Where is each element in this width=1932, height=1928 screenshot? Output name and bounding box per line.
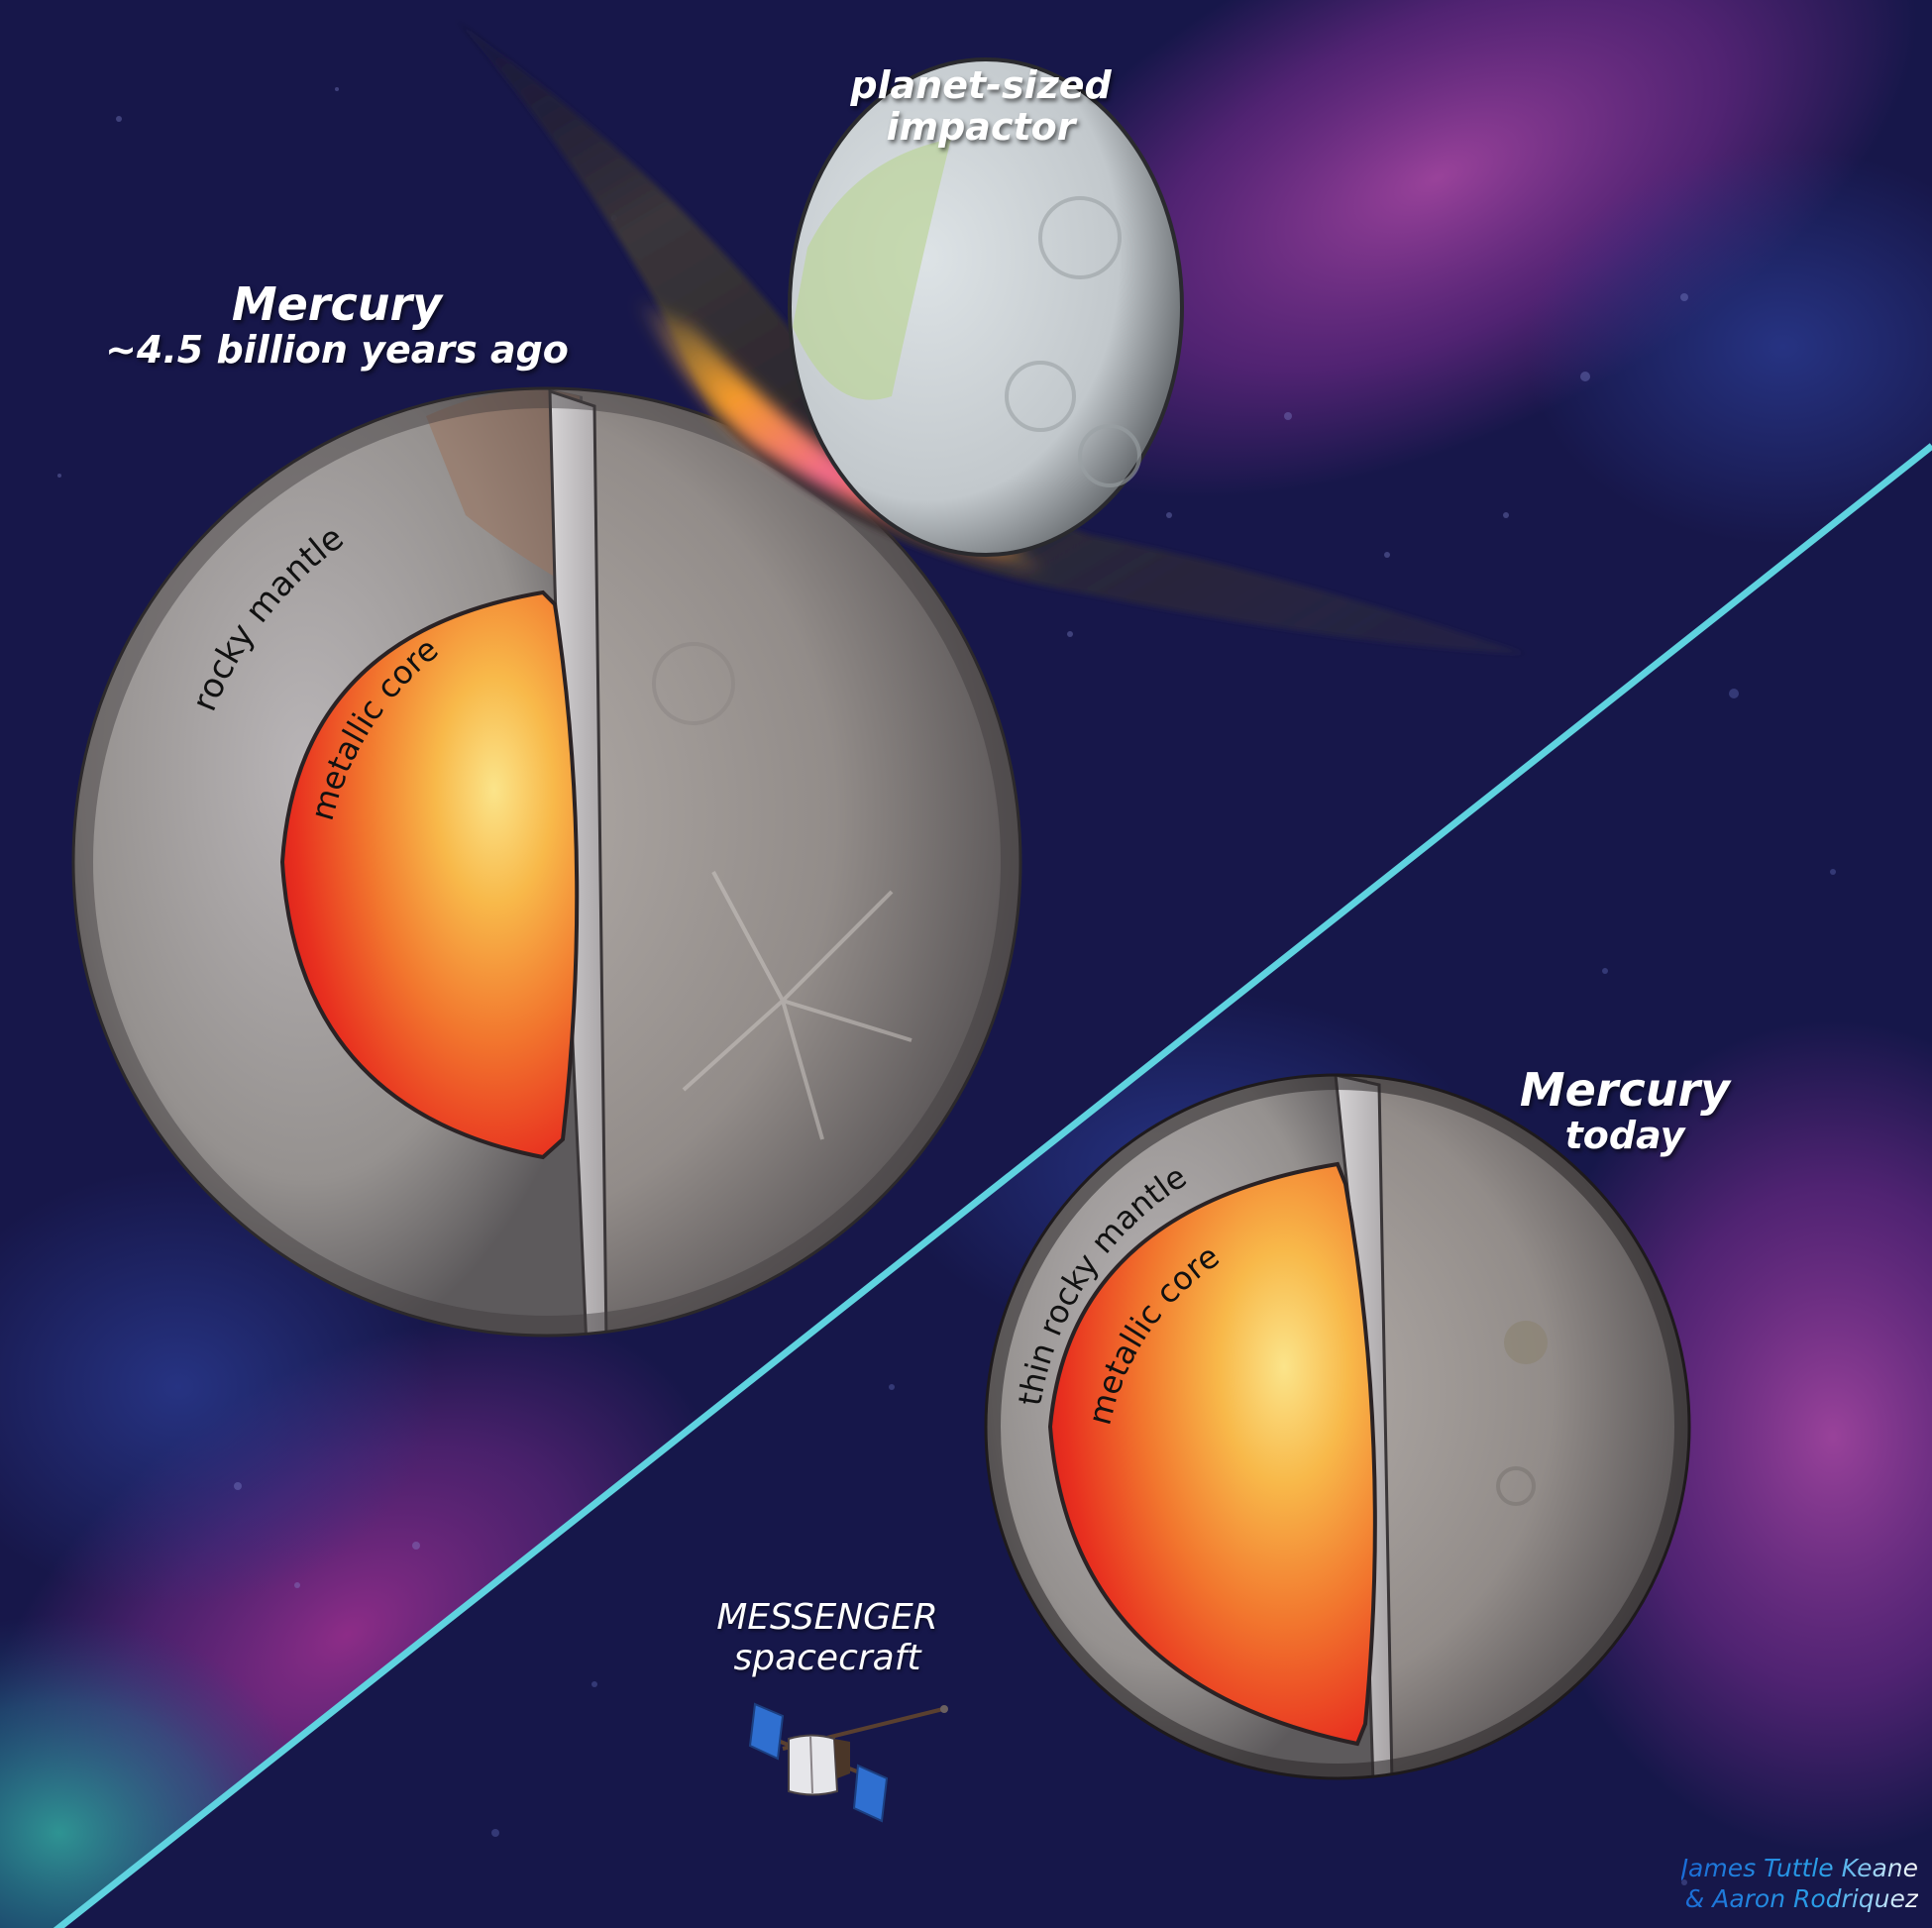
today-mercury-planet — [984, 1073, 1691, 1780]
spacecraft-label-name: MESSENGER — [716, 1597, 938, 1638]
artist-credit: James Tuttle Keane & Aaron Rodriquez — [1681, 1853, 1918, 1915]
divider-line — [53, 443, 1932, 1928]
credit-line2: & Aaron Rodriquez — [1684, 1883, 1918, 1913]
impactor-label-line1: planet-sized — [850, 63, 1112, 107]
spacecraft-label-type: spacecraft — [733, 1638, 921, 1679]
impactor-label: planet-sized impactor — [822, 63, 1139, 149]
today-mercury-title: Mercury today — [1496, 1065, 1754, 1156]
today-mercury-title-name: Mercury — [1519, 1063, 1731, 1117]
ancient-mercury-planet — [71, 386, 1022, 1338]
spacecraft-label: MESSENGER spacecraft — [674, 1597, 981, 1679]
today-mercury-title-when: today — [1564, 1113, 1685, 1157]
ancient-mercury-title-name: Mercury — [231, 277, 443, 331]
impactor-label-line2: impactor — [886, 104, 1076, 149]
messenger-spacecraft-icon — [748, 1702, 948, 1823]
ancient-mercury-title: Mercury ~4.5 billion years ago — [79, 279, 594, 371]
credit-line1: James Tuttle Keane — [1680, 1853, 1918, 1882]
ancient-mercury-title-age: ~4.5 billion years ago — [105, 327, 569, 372]
impactor-body — [788, 57, 1184, 557]
